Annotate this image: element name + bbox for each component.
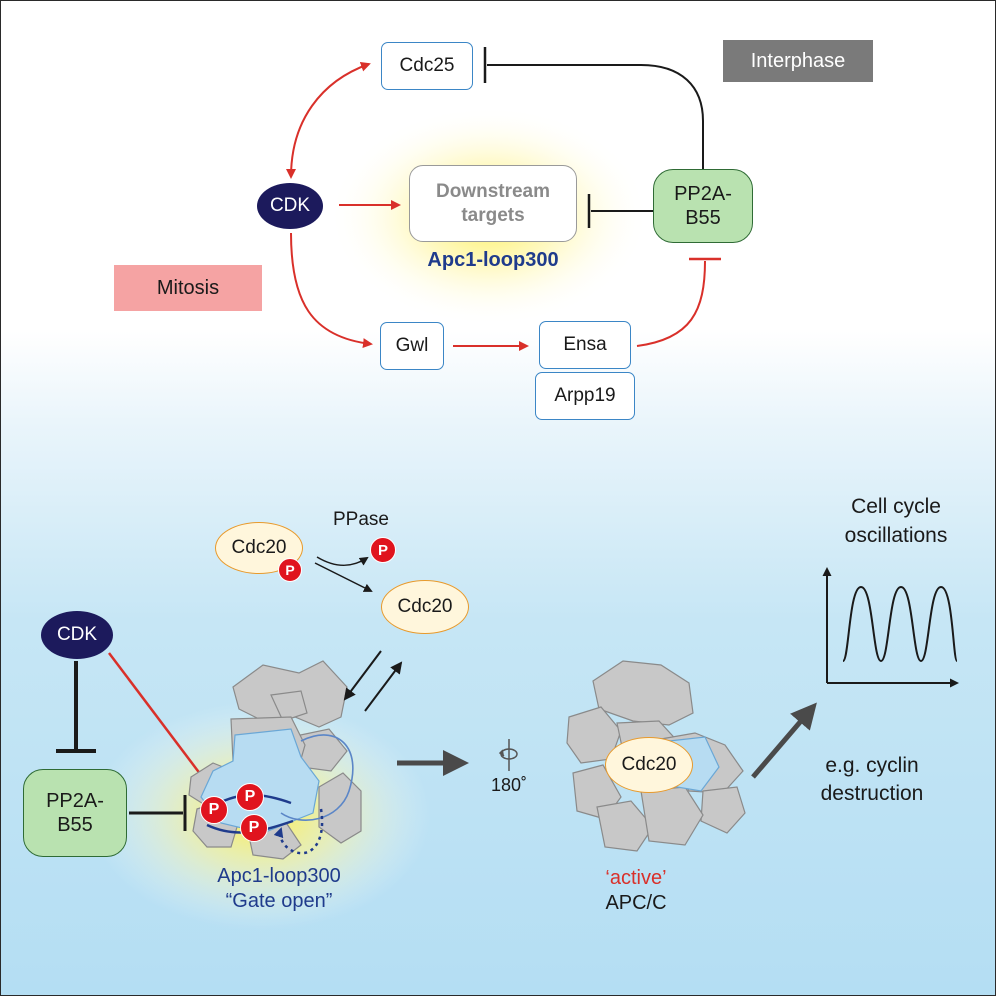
oscillation-plot <box>822 567 959 688</box>
oscillations-label-line2: oscillations <box>844 524 948 547</box>
output-arrow <box>751 702 817 779</box>
phospho-mark-cdc20: P <box>278 558 302 582</box>
gate-dotted-arrow <box>273 808 324 855</box>
gate-open-label: “Gate open” <box>225 890 333 912</box>
rotation-icon <box>498 739 518 771</box>
interphase-label: Interphase <box>723 40 873 82</box>
pp2a-line2-bottom: B55 <box>57 814 93 836</box>
cdc20-bound-node: Cdc20 <box>605 737 693 793</box>
equilibrium-arrow-down <box>343 650 382 701</box>
cdk-node-bottom: CDK <box>41 611 113 659</box>
arrow-cdk-cdc25 <box>286 61 371 179</box>
mitosis-label: Mitosis <box>114 265 262 311</box>
phospho-mark-loop-3: P <box>240 814 268 842</box>
pp2a-b55-node-top: PP2A- B55 <box>653 169 753 243</box>
cdc20-free-node: Cdc20 <box>381 580 469 634</box>
active-label: ‘active’ <box>605 867 667 889</box>
arrow-cdk-apc1 <box>108 652 215 793</box>
cdc25-node: Cdc25 <box>381 42 473 90</box>
ppase-convert-arrow <box>314 562 373 592</box>
oscillation-curve <box>842 585 958 663</box>
phospho-mark-loop-2: P <box>236 783 264 811</box>
pp2a-line1-top: PP2A- <box>674 183 732 205</box>
arrow-cdk-gwl <box>290 232 373 349</box>
pp2a-line2-top: B55 <box>685 207 721 229</box>
pp2a-b55-node-bottom: PP2A- B55 <box>23 769 127 857</box>
destruction-label-line2: destruction <box>820 782 924 805</box>
oscillations-label-line1: Cell cycle <box>851 495 941 518</box>
phospho-mark-released: P <box>370 537 396 563</box>
apcc-label: APC/C <box>605 892 667 914</box>
ppase-label: PPase <box>333 509 389 530</box>
apc1-loop-outline <box>280 734 354 821</box>
arpp19-node: Arpp19 <box>535 372 635 420</box>
apc1-loop-label-top: Apc1-loop300 <box>427 249 559 271</box>
cdc20-phospho-node: Cdc20 <box>215 522 303 574</box>
ppase-release-arrow <box>316 556 369 567</box>
downstream-line1: Downstream <box>435 180 551 202</box>
phospho-mark-loop-1: P <box>200 796 228 824</box>
destruction-label-line1: e.g. cyclin <box>825 754 919 777</box>
gwl-node: Gwl <box>380 322 444 370</box>
pp2a-line1-bottom: PP2A- <box>46 790 104 812</box>
inhibit-pp2a-cdc25 <box>487 64 704 173</box>
rotation-label: 180˚ <box>491 775 528 795</box>
downstream-targets-node: Downstream targets <box>409 165 577 242</box>
apc1-loop-label-bottom: Apc1-loop300 <box>217 865 341 887</box>
downstream-line2: targets <box>461 204 525 226</box>
cdk-node-top: CDK <box>257 183 323 229</box>
equilibrium-arrow-up <box>364 661 403 712</box>
inhibit-ensa-pp2a <box>636 260 706 347</box>
ensa-node: Ensa <box>539 321 631 369</box>
